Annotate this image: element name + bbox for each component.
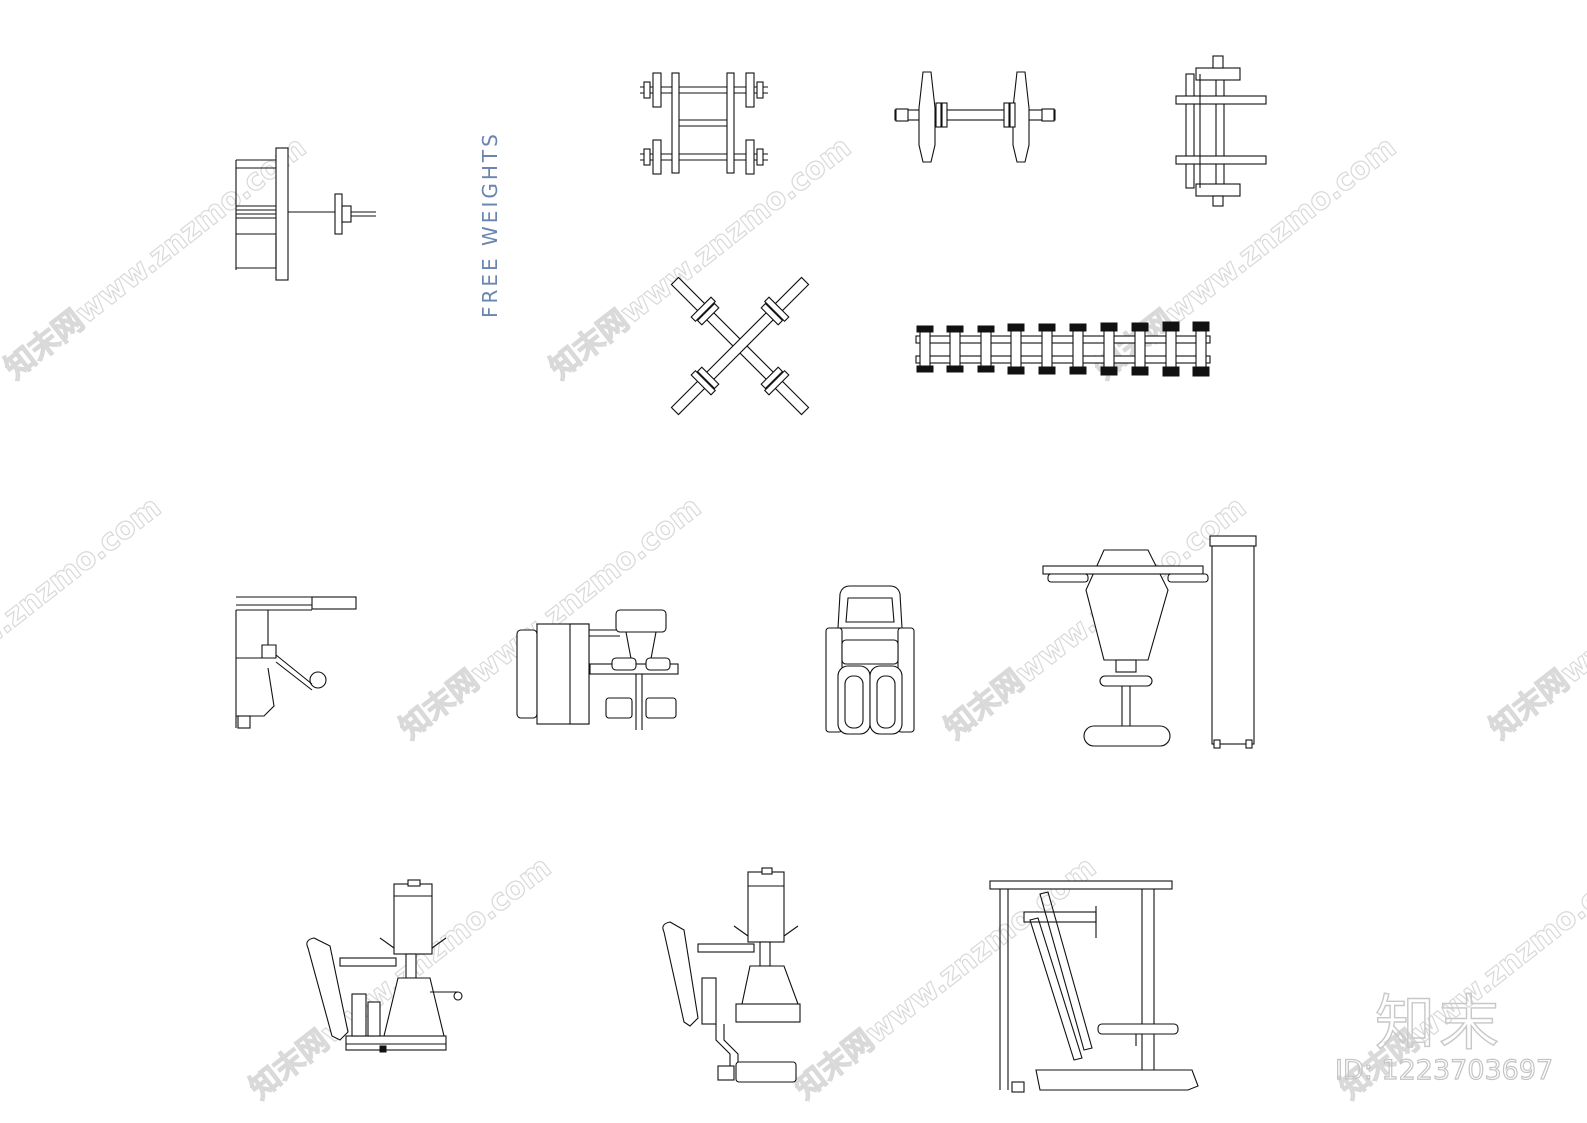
- chest-press-station-top: [1042, 535, 1257, 749]
- asset-id-label: ID: 1223703697: [1334, 1054, 1554, 1086]
- dumbbell-rack-top: [640, 72, 768, 175]
- treadmill-side-view: [989, 880, 1199, 1093]
- multi-station-machine-a: [306, 879, 463, 1053]
- brand-logo: 知末: [1374, 988, 1503, 1059]
- barbell-with-stands: [894, 71, 1056, 163]
- dumbbell-rack-long: [915, 321, 1211, 377]
- watermark-7: 知末网www.znzmo.com: [1483, 490, 1587, 747]
- crossed-barbells: [670, 276, 810, 416]
- section-title: FREE WEIGHTS: [478, 131, 502, 318]
- watermark-2: 知末网www.znzmo.com: [543, 130, 858, 387]
- watermark-4: 知末网www.znzmo.com: [0, 490, 168, 747]
- leg-extension-side-view: [235, 596, 357, 729]
- watermark-layer: 知末网www.znzmo.com 知末网www.znzmo.com 知末网www…: [0, 129, 1587, 1107]
- multi-station-machine-b: [662, 867, 801, 1083]
- leg-press-machine-top: [516, 609, 679, 730]
- bench-press-side-view: [235, 147, 376, 281]
- seated-machine-front-view: [825, 585, 915, 735]
- plate-tree-rack: [1175, 55, 1267, 207]
